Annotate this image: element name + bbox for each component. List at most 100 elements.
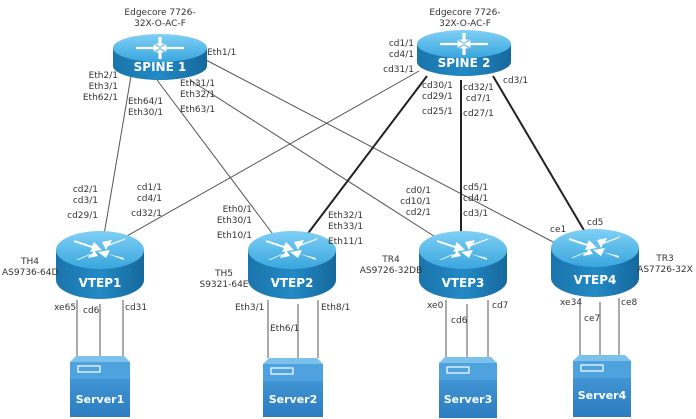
router-arrows-icon — [136, 37, 184, 59]
port-label: cd2/1 — [405, 208, 431, 218]
vtep4-router[interactable] — [551, 229, 639, 297]
port-label: xe65 — [54, 303, 77, 313]
port-label: Eth3/1 — [88, 82, 118, 92]
port-label: Eth32/1 — [180, 90, 216, 100]
port-label: cd4/1 — [388, 50, 414, 60]
port-label-group: cd1/1 cd4/1 cd32/1 — [124, 183, 162, 220]
port-label: Eth33/1 — [328, 222, 364, 232]
server2-label: Server2 — [268, 393, 318, 406]
server4[interactable] — [573, 355, 631, 417]
vtep3-model-line2: AS9726-32DB — [359, 266, 423, 276]
port-label: cd6 — [83, 306, 100, 316]
port-label-group: cd5/1 cd4/1 cd3/1 — [463, 183, 488, 220]
spine2-router[interactable] — [417, 30, 511, 76]
port-label: cd29/1 — [422, 92, 453, 102]
port-label: cd31 — [125, 303, 148, 313]
port-label: cd4/1 — [463, 194, 489, 204]
vtep2-router[interactable] — [248, 231, 336, 299]
port-label: cd2/1 — [72, 185, 98, 195]
server3-label: Server3 — [443, 393, 493, 406]
port-label-group: Eth0/1 Eth30/1 Eth10/1 — [210, 205, 252, 242]
spine2-model: Edgecore 7726- 32X-O-AC-F — [415, 8, 515, 30]
port-label: cd27/1 — [463, 109, 494, 119]
port-label: cd29/1 — [67, 211, 98, 221]
server2[interactable] — [263, 358, 323, 417]
vtep1-model-line2: AS9736-64D — [2, 268, 59, 278]
vtep4-label: VTEP4 — [573, 273, 617, 287]
router-arrows-icon — [437, 238, 489, 260]
vtep2-model: TH5 S9321-64E — [196, 269, 252, 291]
port-label: cd3/1 — [72, 196, 98, 206]
port-label: ce8 — [621, 298, 638, 308]
server-drive-icon — [580, 364, 604, 372]
link-spine1-vtep2 — [156, 79, 276, 238]
port-label: cd31/1 — [383, 65, 414, 75]
vtep2-label: VTEP2 — [270, 276, 314, 290]
vtep1-router[interactable] — [56, 231, 144, 299]
port-label: cd6 — [451, 316, 468, 326]
port-label: Eth6/1 — [270, 324, 300, 334]
port-label-group: cd30/1 cd29/1 cd25/1 — [422, 81, 453, 118]
router-arrows-icon — [569, 236, 621, 258]
port-label: cd32/1 — [131, 209, 162, 219]
link-spine2-vtep4 — [492, 75, 586, 233]
port-label: cd7/1 — [465, 94, 492, 104]
spine2-model-line1: Edgecore 7726- — [429, 8, 501, 18]
server4-label: Server4 — [577, 389, 627, 402]
router-arrows-icon — [74, 238, 126, 260]
vtep1-model-line1: TH4 — [21, 257, 39, 267]
server-drive-icon — [446, 366, 470, 374]
link-spine2-vtep2 — [305, 75, 428, 237]
vtep2-model-line1: TH5 — [215, 269, 233, 279]
spine2-label: SPINE 2 — [437, 56, 491, 70]
server3[interactable] — [439, 357, 497, 418]
port-label: Eth8/1 — [321, 303, 351, 313]
server-drive-icon — [270, 367, 294, 375]
link-spine1-vtep1 — [103, 75, 132, 236]
vtep3-model-line1: TR4 — [382, 255, 400, 265]
port-label: cd1/1 — [136, 183, 162, 193]
port-label: cd0/1 — [405, 186, 431, 196]
port-label-group: cd32/1 cd7/1 cd27/1 — [463, 83, 494, 120]
links-layer — [76, 59, 620, 358]
vtep3-label: VTEP3 — [441, 276, 485, 290]
spine1-model-line1: Edgecore 7726- — [124, 8, 196, 18]
vtep4-model: TR3 AS7726-32X — [636, 254, 694, 276]
port-label: xe34 — [560, 298, 583, 308]
link-spine1-vtep3 — [189, 79, 441, 241]
server1-label: Server1 — [75, 393, 125, 406]
port-label-group: Eth31/1 Eth32/1 Eth63/1 — [180, 79, 215, 116]
port-label: Eth64/1 — [128, 97, 164, 107]
port-label: cd4/1 — [136, 194, 162, 204]
vtep4-model-line2: AS7726-32X — [637, 265, 693, 275]
port-label: xe0 — [427, 301, 444, 311]
port-label: Eth2/1 — [88, 71, 118, 81]
port-label-group: cd0/1 cd10/1 cd2/1 — [398, 186, 431, 219]
spine2-model-line2: 32X-O-AC-F — [439, 19, 491, 29]
port-label: cd1/1 — [388, 39, 414, 49]
port-label: Eth0/1 — [222, 205, 252, 215]
port-label-group: Eth32/1 Eth33/1 Eth11/1 — [328, 211, 363, 248]
vtep2-model-line2: S9321-64E — [199, 280, 249, 290]
port-label-group: cd1/1 cd4/1 cd31/1 — [380, 39, 414, 76]
spine1-model-line2: 32X-O-AC-F — [134, 19, 186, 29]
vtep4-model-line1: TR3 — [656, 254, 674, 264]
vtep1-label: VTEP1 — [78, 276, 122, 290]
router-arrows-icon — [440, 33, 488, 55]
port-label: Eth1/1 — [207, 48, 237, 58]
server1[interactable] — [70, 356, 130, 417]
vtep3-router[interactable] — [419, 231, 507, 299]
port-label: Eth31/1 — [180, 79, 216, 89]
router-arrows-icon — [266, 238, 318, 260]
vtep1-model: TH4 AS9736-64D — [2, 257, 58, 279]
spine1-router[interactable] — [113, 34, 207, 80]
port-label: Eth30/1 — [128, 108, 164, 118]
port-label: cd30/1 — [422, 81, 453, 91]
port-label: ce1 — [550, 225, 567, 235]
port-label: Eth10/1 — [216, 231, 252, 241]
link-spine1-vtep4 — [205, 59, 556, 244]
port-label: cd5 — [587, 218, 604, 228]
port-label: Eth3/1 — [235, 303, 265, 313]
server-links — [76, 298, 620, 358]
